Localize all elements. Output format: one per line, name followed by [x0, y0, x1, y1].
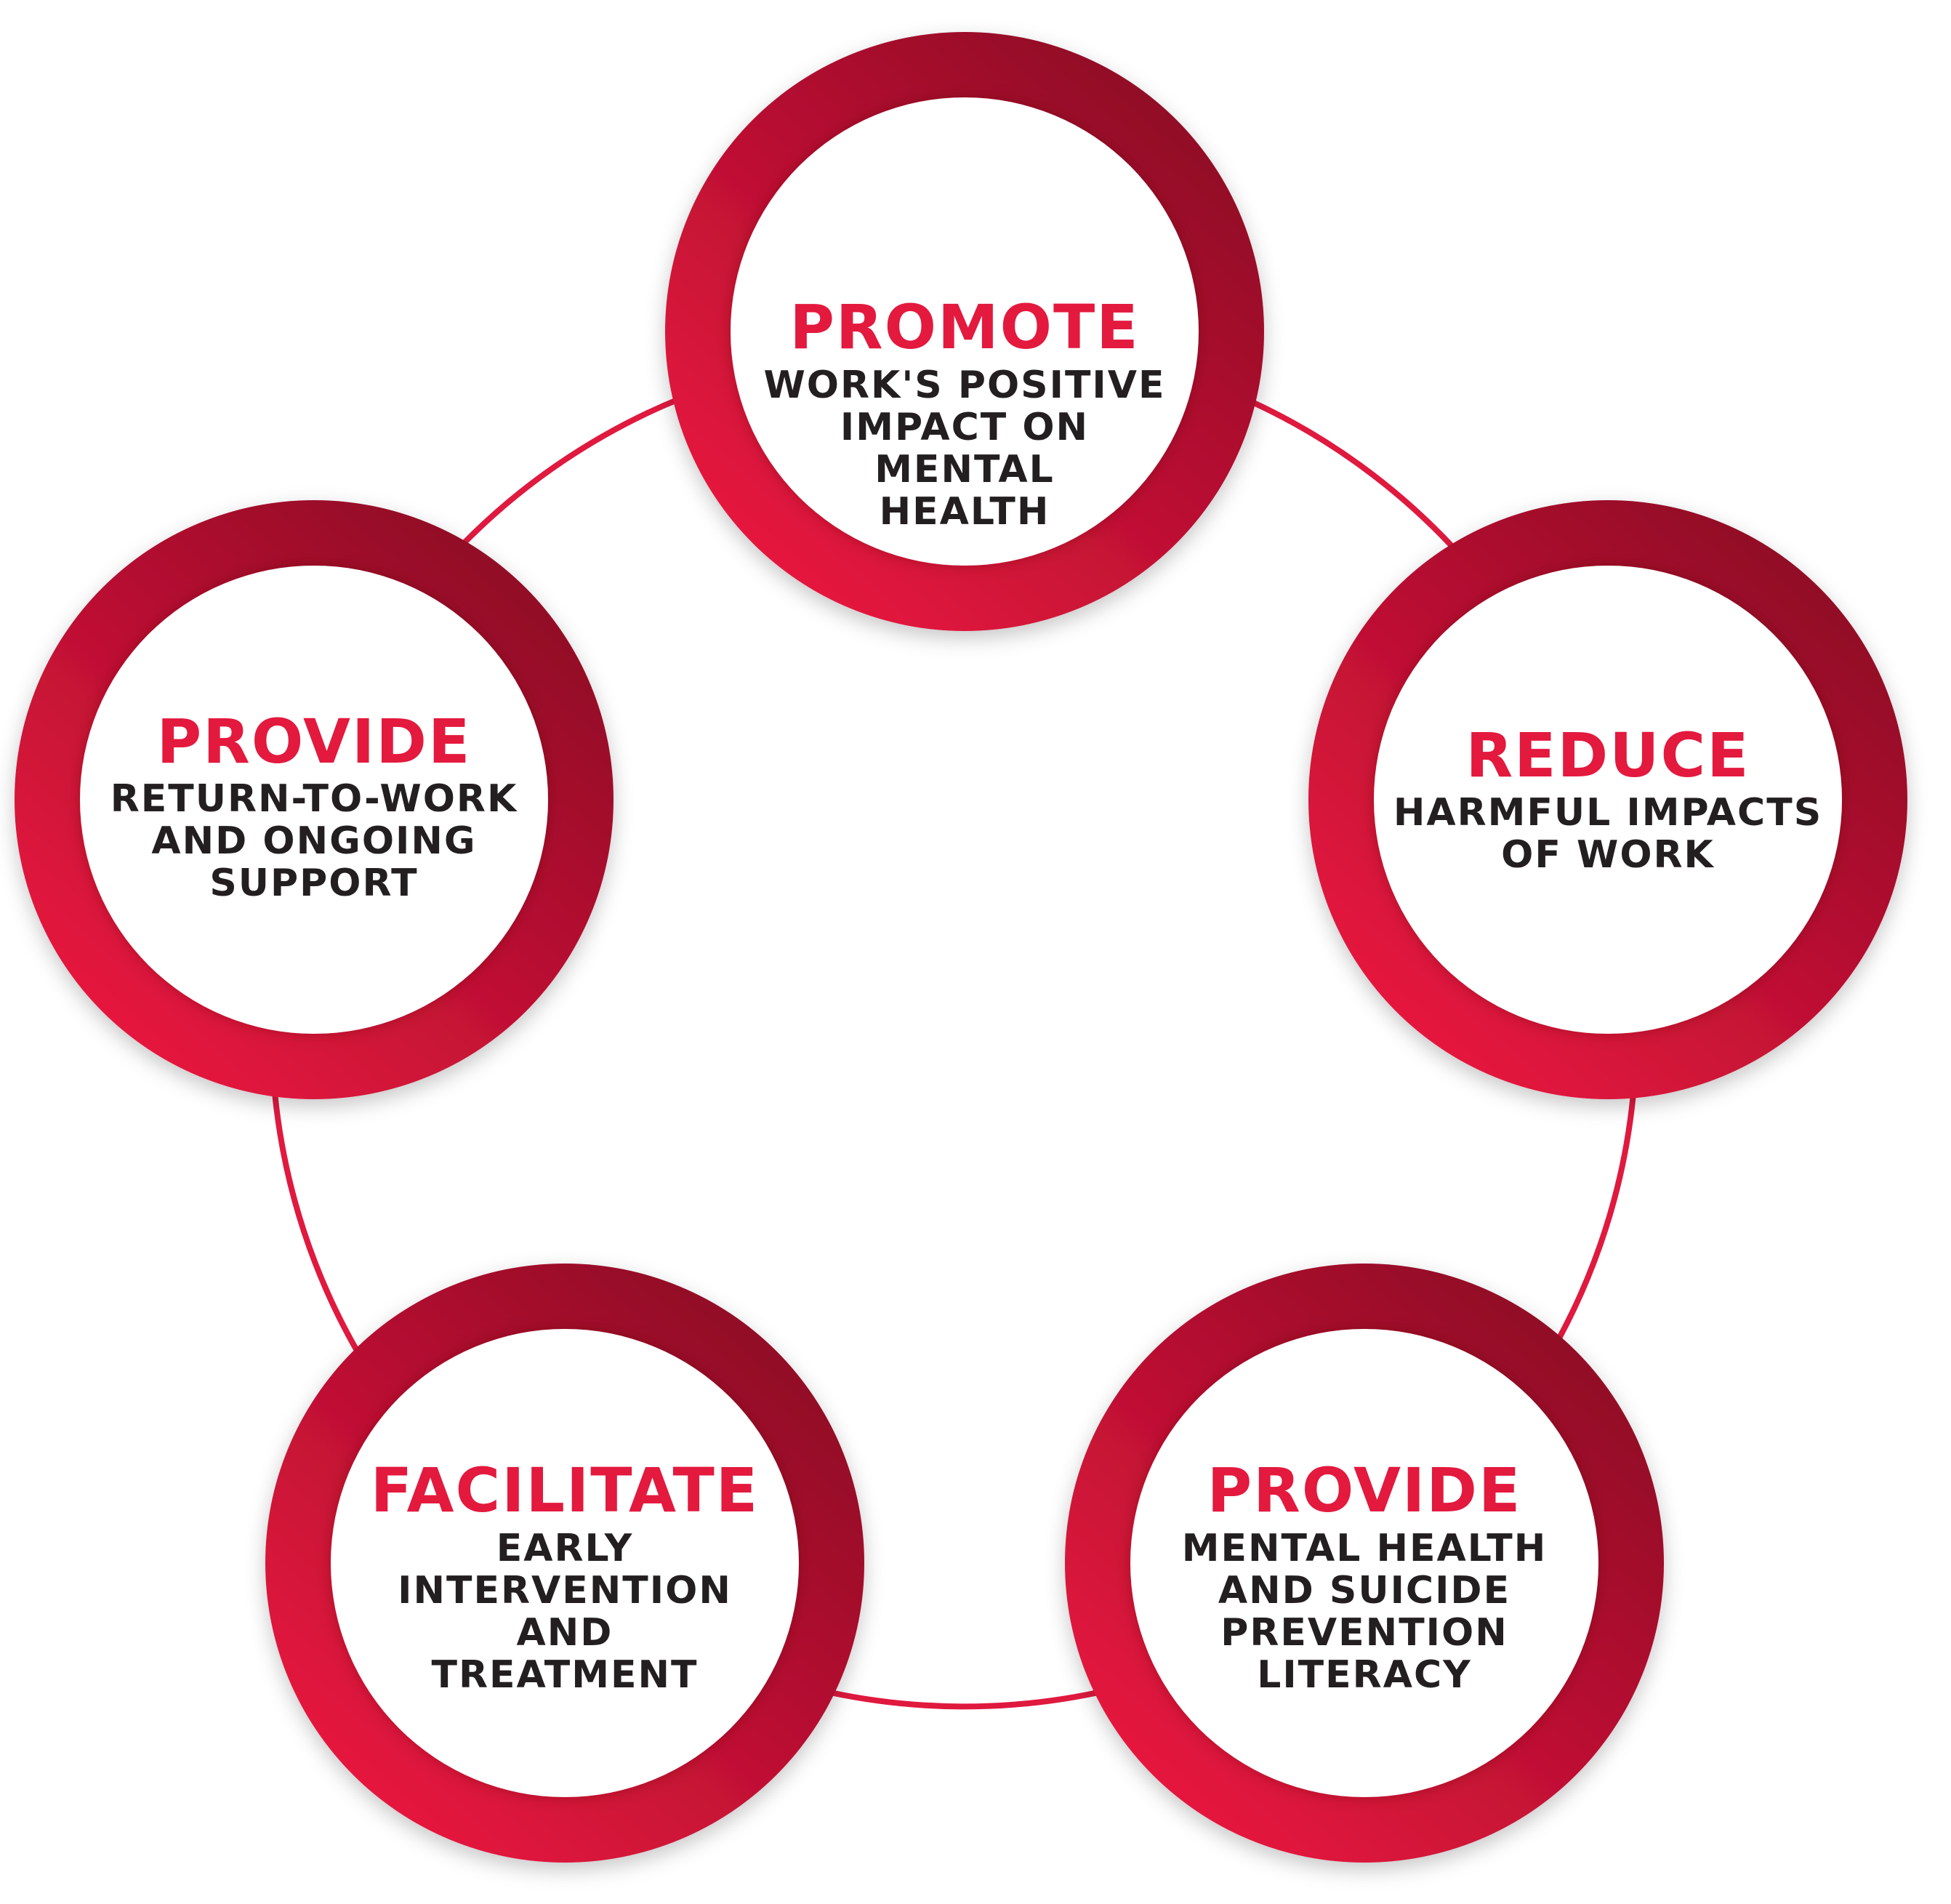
node-reduce: REDUCE HARMFUL IMPACTS OF WORK: [1383, 618, 1833, 981]
node-title-provide-literacy: PROVIDE: [1207, 1455, 1522, 1527]
node-title-facilitate: FACILITATE: [370, 1455, 760, 1527]
node-title-promote: PROMOTE: [789, 292, 1140, 363]
node-facilitate: FACILITATE EARLY INTERVENTION AND TREATM…: [339, 1396, 790, 1759]
node-title-reduce: REDUCE: [1465, 719, 1750, 791]
node-title-provide-support: PROVIDE: [156, 705, 472, 777]
node-promote: PROMOTE WORK'S POSITIVE IMPACT ON MENTAL…: [739, 233, 1190, 596]
connector-arc-3: [797, 1682, 1126, 1710]
node-face-facilitate: [331, 1329, 799, 1797]
node-description-facilitate: EARLY INTERVENTION AND TREATMENT: [398, 1526, 732, 1698]
node-description-promote: WORK'S POSITIVE IMPACT ON MENTAL HEALTH: [763, 363, 1166, 534]
node-rings: [15, 32, 1907, 1863]
node-description-provide-support: RETURN-TO-WORK AND ONGOING SUPPORT: [110, 776, 518, 906]
node-description-provide-literacy: MENTAL HEALTH AND SUICIDE PREVENTION LIT…: [1181, 1526, 1548, 1698]
node-face-promote: [731, 97, 1199, 566]
node-face-provide-literacy: [1130, 1329, 1598, 1797]
node-provide-support: PROVIDE RETURN-TO-WORK AND ONGOING SUPPO…: [89, 625, 539, 989]
node-provide-literacy: PROVIDE MENTAL HEALTH AND SUICIDE PREVEN…: [1139, 1396, 1590, 1759]
node-face-reduce: [1374, 566, 1842, 1034]
node-description-reduce: HARMFUL IMPACTS OF WORK: [1393, 790, 1823, 877]
node-face-provide-support: [80, 566, 548, 1034]
connector-arc-4: [270, 1060, 381, 1388]
